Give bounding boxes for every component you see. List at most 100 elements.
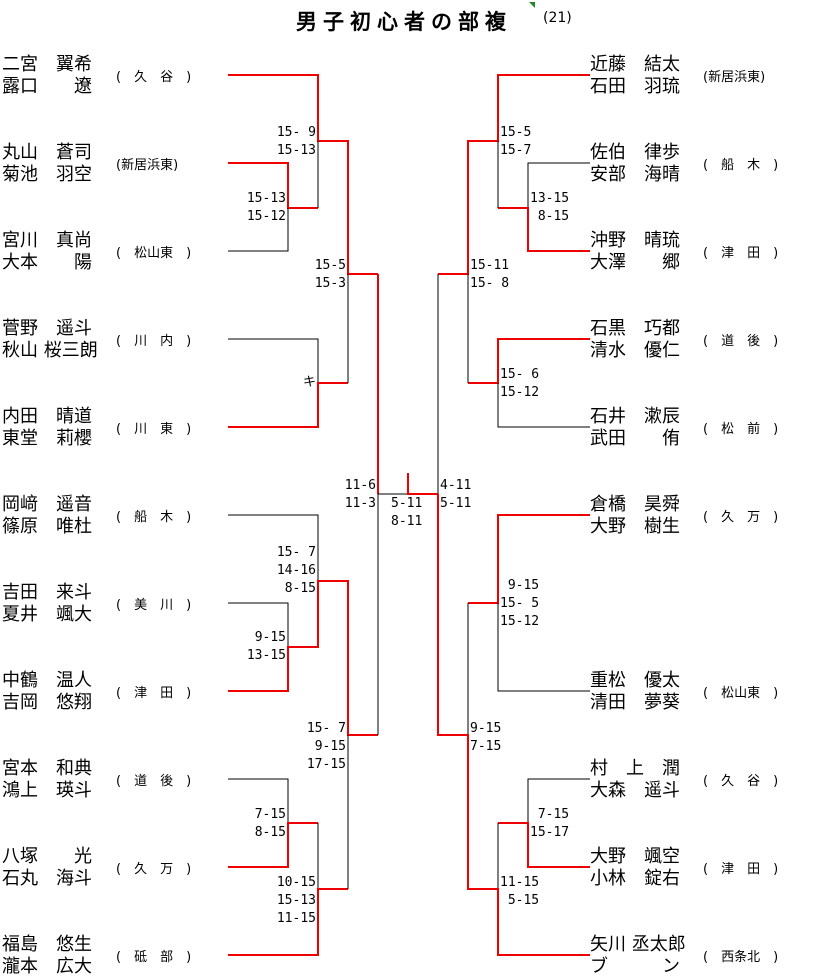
winner-path-line <box>228 888 348 956</box>
player-name: 大澤 郷 <box>590 252 680 273</box>
player-name: 大森 遥斗 <box>590 780 680 801</box>
player-name: 倉橋 昊舜 <box>590 494 680 515</box>
club-name: ( 船 木 ) <box>703 158 779 173</box>
player-name: 大本 陽 <box>2 252 92 273</box>
bracket-line <box>228 602 289 647</box>
club-name: ( 久 万 ) <box>703 510 779 525</box>
club-name: ( 船 木 ) <box>116 510 192 525</box>
entry-count: (21) <box>543 10 572 26</box>
club-name: ( 西条北 ) <box>703 950 779 965</box>
bracket-line <box>497 603 590 692</box>
player-name: 清水 優仁 <box>590 340 680 361</box>
player-name: 二宮 翼希 <box>2 54 92 75</box>
club-name: ( 道 後 ) <box>116 774 192 789</box>
club-name: ( 松山東 ) <box>116 246 192 261</box>
bracket-line <box>497 383 590 428</box>
club-name: ( 津 田 ) <box>116 686 192 701</box>
player-name: 岡﨑 遥音 <box>2 494 92 515</box>
player-name: 宮川 真尚 <box>2 230 92 251</box>
player-name: 八塚 光 <box>2 846 92 867</box>
club-name: ( 砥 部 ) <box>116 950 192 965</box>
club-name: ( 松 前 ) <box>703 422 779 437</box>
bracket-line <box>228 778 289 823</box>
player-name: 石井 漱辰 <box>590 406 680 427</box>
winner-path-line <box>498 822 590 868</box>
player-name: 大野 樹生 <box>590 516 680 537</box>
winner-path-line <box>468 338 590 384</box>
winner-path-line <box>228 382 348 428</box>
winner-path-line <box>407 473 438 495</box>
player-name: 安部 海晴 <box>590 164 680 185</box>
player-name: 大野 颯空 <box>590 846 680 867</box>
player-name: 丸山 蒼司 <box>2 142 92 163</box>
winner-path-line <box>228 74 378 275</box>
player-name: 宮本 和典 <box>2 758 92 779</box>
winner-path-line <box>498 207 590 252</box>
winner-path-line <box>437 494 590 956</box>
player-name: 武田 侑 <box>590 428 680 449</box>
player-name: 福島 悠生 <box>2 934 92 955</box>
player-name: 鴻上 瑛斗 <box>2 780 92 801</box>
comment-marker-icon <box>529 2 535 8</box>
club-name: ( 美 川 ) <box>116 598 192 613</box>
club-name: ( 久 谷 ) <box>703 774 779 789</box>
player-name: 吉岡 悠翔 <box>2 692 92 713</box>
club-name: ( 久 谷 ) <box>116 70 192 85</box>
player-name: 村 上 潤 <box>590 758 680 779</box>
club-name: ( 津 田 ) <box>703 862 779 877</box>
player-name: 沖野 晴琉 <box>590 230 680 251</box>
player-name: 篠原 唯杜 <box>2 516 92 537</box>
player-name: 重松 優太 <box>590 670 680 691</box>
player-name: 吉田 来斗 <box>2 582 92 603</box>
winner-path-line <box>228 580 378 736</box>
player-name: 石黒 巧都 <box>590 318 680 339</box>
score-left-r2-b: キ <box>302 375 316 390</box>
club-name: ( 津 田 ) <box>703 246 779 261</box>
bracket-line <box>228 514 319 581</box>
club-name: (新居浜東) <box>703 70 766 85</box>
player-name: 露口 遼 <box>2 76 92 97</box>
bracket-line <box>527 778 590 823</box>
club-name: ( 道 後 ) <box>703 334 779 349</box>
club-name: ( 久 万 ) <box>116 862 192 877</box>
player-name: 近藤 結太 <box>590 54 680 75</box>
bracket-line <box>228 208 289 252</box>
bracket-line <box>527 162 590 208</box>
player-name: 菊池 羽空 <box>2 164 92 185</box>
player-name: 夏井 颯大 <box>2 604 92 625</box>
club-name: (新居浜東) <box>116 158 179 173</box>
player-name: 秋山 桜三朗 <box>2 340 98 361</box>
club-name: ( 松山東 ) <box>703 686 779 701</box>
player-name: 小林 錠右 <box>590 868 680 889</box>
player-name: 石田 羽琉 <box>590 76 680 97</box>
player-name: 東堂 莉櫻 <box>2 428 92 449</box>
club-name: ( 川 東 ) <box>116 422 192 437</box>
player-name: 石丸 海斗 <box>2 868 92 889</box>
winner-path-line <box>228 162 318 209</box>
score-right-r1-a: 13-15 8-15 <box>530 191 570 224</box>
score-right-r2-d: 11-15 5-15 <box>500 875 540 908</box>
page-title: 男子初心者の部複 <box>296 10 512 34</box>
player-name: 佐伯 律歩 <box>590 142 680 163</box>
winner-path-line <box>468 514 590 604</box>
player-name: 中鶴 温人 <box>2 670 92 691</box>
club-name: ( 川 内 ) <box>116 334 192 349</box>
